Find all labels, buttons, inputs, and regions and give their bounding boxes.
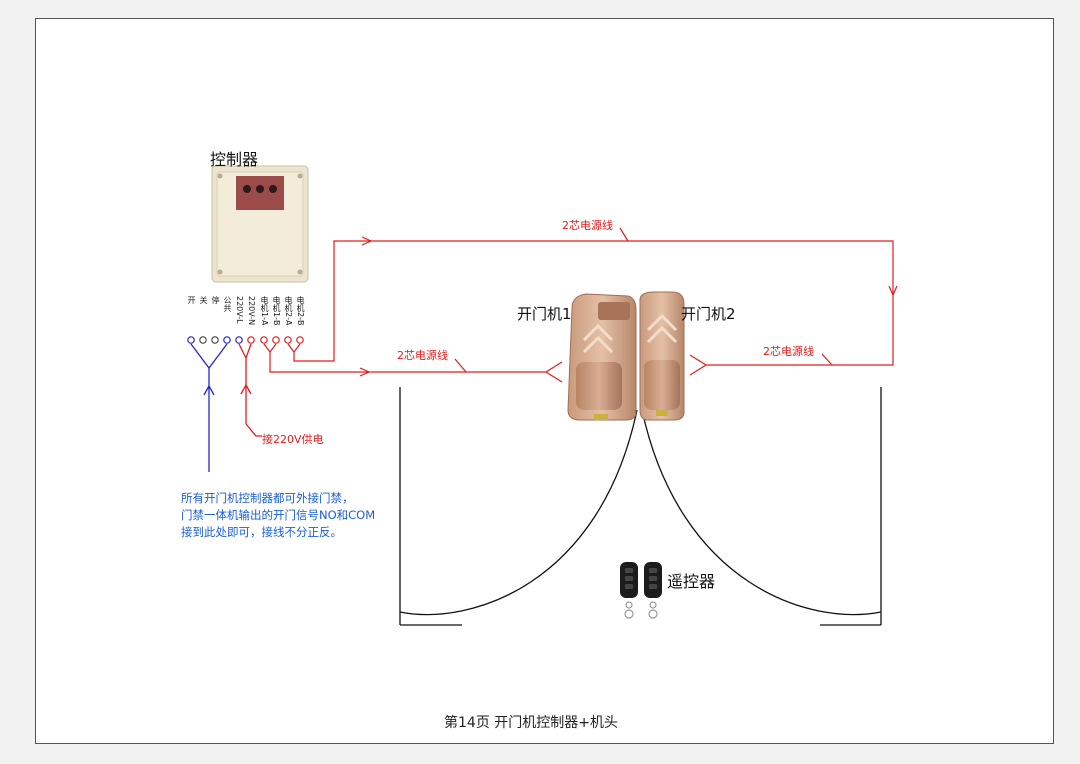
power-wire [238,343,262,437]
remote-label: 遥控器 [667,572,716,591]
gate-swing [399,387,882,626]
terminal-row [187,336,304,344]
terminal-label-motor2-b: 电机2-B [296,296,305,326]
note-line-3: 接到此处即可，接线不分正反。 [181,525,342,539]
page-frame [35,18,1054,744]
motor2-label: 开门机2 [681,305,736,323]
terminal-label-220v-l: 220V-L [235,296,244,324]
motor-wire [263,227,898,383]
note-line-1: 所有开门机控制器都可外接门禁， [181,491,354,505]
signal-wire [190,343,228,472]
access-control-note: 所有开门机控制器都可外接门禁， 门禁一体机输出的开门信号NO和COM 接到此处即… [181,490,375,541]
terminal-label-stop: 停 [211,296,220,304]
page-footer: 第14页 开门机控制器+机头 [444,715,618,731]
controller-title: 控制器 [210,150,259,169]
terminal-label-close: 关 [199,296,208,304]
wire-label-right: 2芯电源线 [763,345,814,358]
terminal-label-220v-n: 220V-N [247,296,256,326]
gate-motor-2 [639,291,685,421]
note-line-2: 门禁一体机输出的开门信号NO和COM [181,508,376,522]
gate-motor-1 [567,293,637,421]
terminal-label-motor1-b: 电机1-B [272,296,281,326]
terminal-label-motor2-a: 电机2-A [284,296,293,326]
terminal-label-common: 公共 [223,296,232,312]
terminal-label-motor1-a: 电机1-A [260,296,269,326]
controller-box [211,165,309,283]
wire-label-left: 2芯电源线 [397,349,448,362]
wire-label-top: 2芯电源线 [562,219,613,232]
remote-control-icon [620,562,662,619]
motor1-label: 开门机1 [517,305,572,323]
terminal-label-open: 开 [187,296,196,304]
power-label: 接220V供电 [262,433,324,446]
